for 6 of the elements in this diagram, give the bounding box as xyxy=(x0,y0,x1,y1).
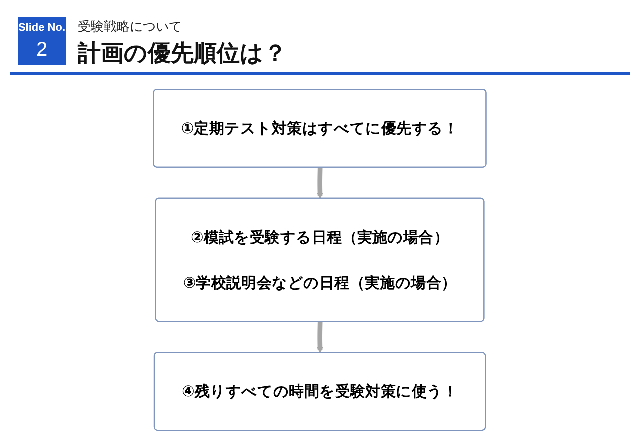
title: 計画の優先順位は？ xyxy=(78,39,287,68)
slide-label: Slide No. xyxy=(18,22,66,34)
arrow xyxy=(317,322,324,354)
arrow xyxy=(317,168,324,199)
slide-number: 2 xyxy=(35,39,49,61)
subtitle: 受験戦略について xyxy=(78,18,182,36)
